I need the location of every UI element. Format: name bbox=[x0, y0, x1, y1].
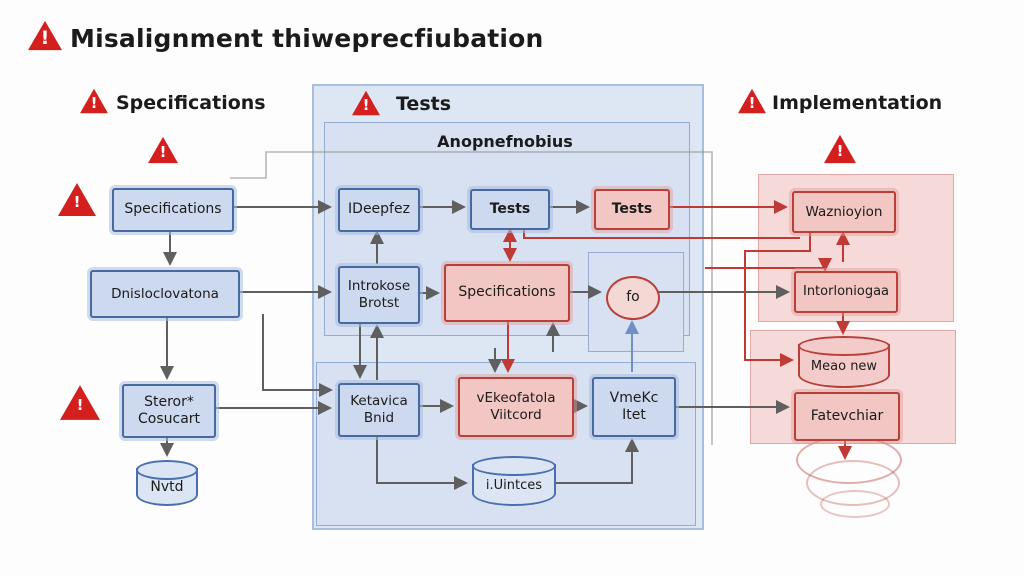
node-label: Tests bbox=[611, 200, 653, 217]
warning-icon bbox=[80, 88, 108, 114]
node-label-line2: Cosucart bbox=[137, 411, 201, 427]
warning-icon bbox=[58, 182, 96, 217]
tests-header: Tests bbox=[396, 93, 452, 115]
page-title: Misalignment thiweprecfiubation bbox=[70, 24, 544, 53]
ideepfez-node: IDeepfez bbox=[338, 188, 420, 232]
node-label-line1: Steror* bbox=[144, 393, 194, 410]
steror-cosucart-node: Steror* Cosucart bbox=[122, 384, 216, 438]
warning-icon bbox=[148, 136, 178, 164]
node-label-line2: Itet bbox=[622, 407, 646, 423]
meao-database-cylinder: Meao new bbox=[798, 336, 890, 388]
fatevchiar-node: Fatevchiar bbox=[794, 392, 900, 441]
intorloniogaa-node: Intorloniogaa bbox=[794, 271, 898, 313]
node-label-line2: Brotst bbox=[358, 295, 400, 311]
node-label-line1: Introkose bbox=[347, 278, 411, 295]
node-label: Specifications bbox=[124, 201, 222, 218]
vmekc-itet-node: VmeKc Itet bbox=[592, 377, 676, 437]
node-label-line2: Bnid bbox=[363, 410, 395, 426]
nvtd-database-cylinder: Nvtd bbox=[136, 460, 198, 506]
node-label-line2: Viitcord bbox=[490, 407, 542, 423]
node-label: Dnisloclovatona bbox=[111, 285, 219, 302]
cylinder-label: Meao new bbox=[810, 358, 878, 374]
vekeofatola-viitcord-node: vEkeofatola Viitcord bbox=[458, 377, 574, 437]
node-label: fo bbox=[626, 289, 640, 306]
warning-icon bbox=[28, 20, 62, 51]
warning-icon bbox=[824, 134, 856, 164]
ketavica-bnid-node: Ketavica Bnid bbox=[338, 383, 420, 437]
node-label-line1: vEkeofatola bbox=[476, 390, 556, 407]
tests-blue-node: Tests bbox=[470, 189, 550, 230]
fo-ellipse-node: fo bbox=[606, 276, 660, 320]
node-label: Specifications bbox=[458, 284, 556, 301]
specifications-header: Specifications bbox=[116, 92, 266, 114]
dnisloclovatona-node: Dnisloclovatona bbox=[90, 270, 240, 318]
specifications-red-node: Specifications bbox=[444, 264, 570, 322]
cylinder-label: i.Uintces bbox=[485, 477, 543, 493]
warning-icon bbox=[352, 90, 380, 116]
specifications-node: Specifications bbox=[112, 188, 234, 232]
cylinder-label: Nvtd bbox=[150, 479, 184, 495]
sketch-spiral-icon bbox=[820, 490, 890, 518]
node-label-line1: VmeKc bbox=[609, 389, 659, 406]
node-label: Waznioyion bbox=[805, 203, 883, 220]
node-label: Fatevchiar bbox=[810, 407, 884, 424]
implementation-header: Implementation bbox=[772, 92, 943, 114]
waznioyion-node: Waznioyion bbox=[792, 191, 896, 233]
node-label: Tests bbox=[489, 200, 531, 217]
uintces-database-cylinder: i.Uintces bbox=[472, 456, 556, 506]
tests-red-node: Tests bbox=[594, 189, 670, 230]
node-label: IDeepfez bbox=[348, 201, 410, 218]
warning-icon bbox=[738, 88, 766, 114]
middle-panel-title: Anopnefnobius bbox=[437, 132, 573, 151]
introkose-brotst-node: Introkose Brotst bbox=[338, 266, 420, 324]
node-label: Intorloniogaa bbox=[802, 283, 890, 299]
warning-icon bbox=[60, 384, 100, 421]
node-label-line1: Ketavica bbox=[350, 393, 408, 410]
